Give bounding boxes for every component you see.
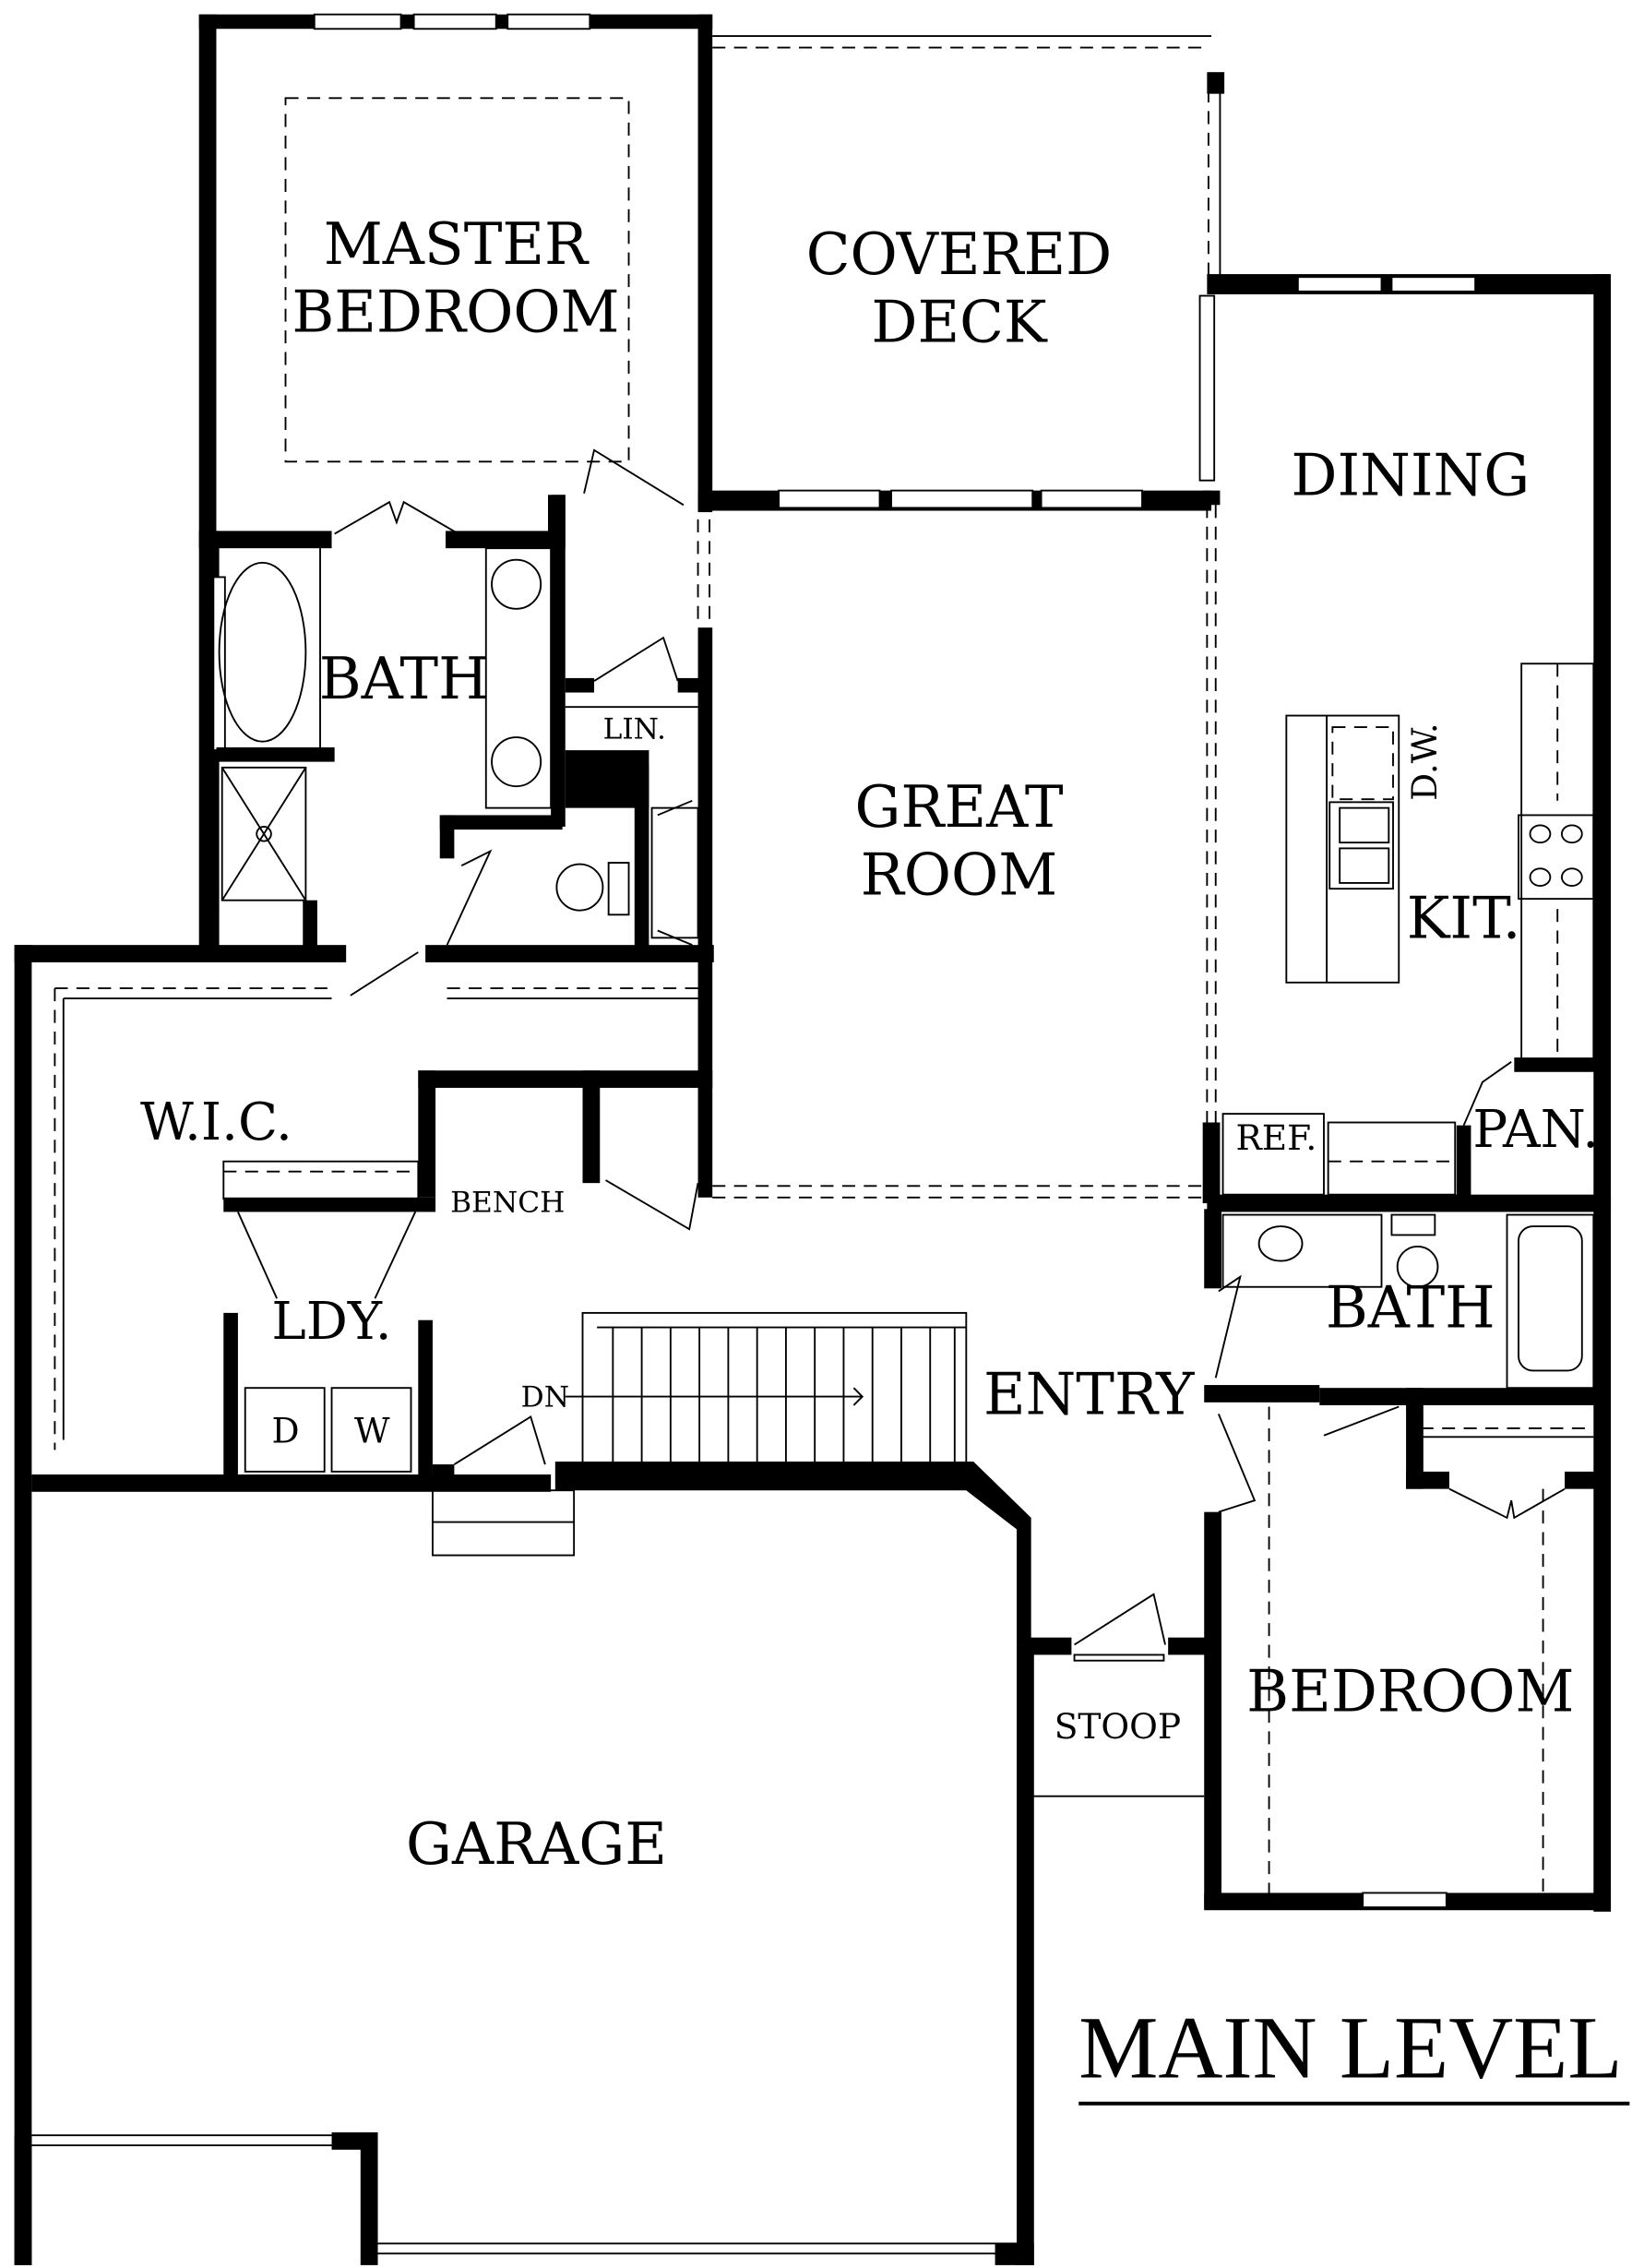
bath2-bedroom: BATH BEDROOM — [1204, 1197, 1612, 1912]
label-covered-deck-1: COVERED — [806, 221, 1113, 288]
master-bath: BATH LIN. — [212, 495, 713, 1198]
label-dining: DINING — [1291, 441, 1530, 508]
label-refrigerator: REF. — [1236, 1117, 1317, 1158]
label-master-bedroom-2: BEDROOM — [292, 279, 619, 346]
label-bath2: BATH — [1326, 1274, 1495, 1342]
title-main-level: MAIN LEVEL — [1078, 1999, 1622, 2097]
plan-title: MAIN LEVEL — [1078, 1999, 1630, 2106]
label-stairs-down: DN — [521, 1381, 569, 1415]
label-great-room-2: ROOM — [861, 841, 1058, 908]
dining-kitchen: DINING D.W. KIT. REF. PAN. — [1198, 274, 1612, 1212]
covered-deck: COVERED DECK — [697, 35, 1225, 511]
label-laundry: LDY. — [271, 1292, 391, 1352]
stoop: STOOP — [1028, 1593, 1209, 1797]
label-stoop: STOOP — [1054, 1706, 1181, 1747]
label-garage: GARAGE — [406, 1810, 667, 1878]
wic-laundry: W.I.C. BENCH LDY. D W — [14, 945, 714, 2265]
label-pantry: PAN. — [1472, 1100, 1599, 1160]
label-bedroom: BEDROOM — [1246, 1657, 1574, 1725]
label-linen: LIN. — [603, 713, 666, 746]
label-washer: W — [354, 1411, 390, 1451]
label-great-room-1: GREAT — [854, 773, 1063, 841]
label-kitchen: KIT. — [1407, 884, 1521, 951]
label-dryer: D — [271, 1411, 299, 1451]
label-entry: ENTRY — [983, 1360, 1195, 1427]
label-covered-deck-2: DECK — [871, 289, 1048, 356]
great-room: GREAT ROOM — [712, 773, 1208, 1199]
label-master-bedroom-1: MASTER — [324, 210, 590, 278]
master-bedroom: MASTER BEDROOM — [198, 13, 713, 952]
label-dishwasher: D.W. — [1404, 722, 1445, 801]
label-bench: BENCH — [450, 1186, 565, 1219]
stairs-entry: DN ENTRY — [432, 1209, 1320, 1909]
garage: GARAGE — [14, 1644, 1034, 2265]
label-master-bath: BATH — [319, 645, 489, 712]
label-wic: W.I.C. — [140, 1092, 292, 1152]
